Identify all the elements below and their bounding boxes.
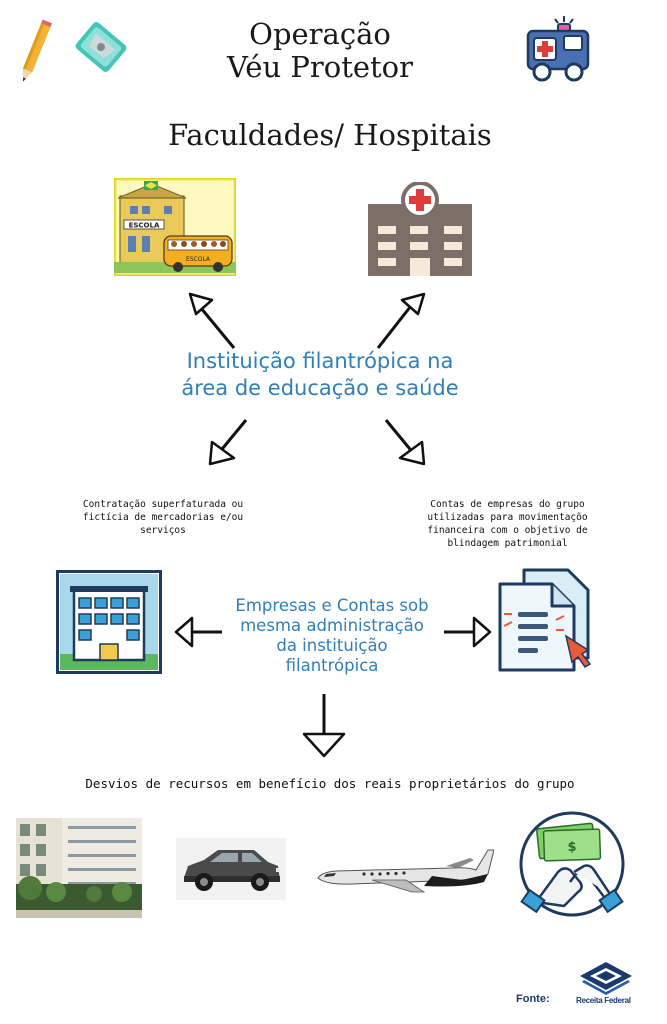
central-node: Instituição filantrópica na área de educ… — [150, 348, 490, 402]
page-title: Operação Véu Protetor — [180, 18, 460, 84]
apartment-building-image — [16, 818, 142, 918]
bus-text: ESCOLA — [186, 256, 211, 263]
hospital-icon — [368, 182, 472, 276]
note-right-line-1: Contas de empresas do grupo — [430, 499, 585, 510]
note-left-line-3: serviços — [140, 525, 186, 536]
central-node-line-2: área de educação e saúde — [181, 376, 459, 400]
central-node-line-1: Instituição filantrópica na — [186, 349, 454, 373]
middle-node-line-2: mesma administração — [240, 616, 424, 635]
note-left-line-1: Contratação superfaturada ou — [82, 499, 244, 510]
arrow-right — [444, 616, 492, 648]
middle-node-line-3: da instituição — [276, 636, 388, 655]
pencil-icon — [22, 19, 52, 82]
arrow-left — [174, 616, 222, 648]
note-right-line-2: utilizadas para movimentaçõo — [427, 512, 588, 523]
note-left-line-2: fictícia de mercadorias e/ou — [82, 512, 244, 523]
arrow-down-left — [208, 419, 248, 466]
private-jet-image — [317, 849, 494, 893]
school-image: ESCOLA ESCOLA — [114, 178, 236, 276]
arrow-up-right — [376, 292, 426, 349]
note-right-line-3: financeira com o objetivo de — [427, 525, 588, 536]
suv-car-image — [176, 838, 286, 900]
documents-icon — [498, 568, 592, 672]
note-right: Contas de empresas do grupo utilizadas p… — [425, 498, 590, 550]
dollar-sign-icon: $ — [567, 840, 576, 855]
arrow-down — [302, 694, 346, 758]
note-left: Contratação superfaturada ou fictícia de… — [78, 498, 248, 537]
outcome-text: Desvios de recursos em benefício dos rea… — [85, 776, 575, 791]
school-sign-text: ESCOLA — [129, 222, 160, 230]
source-name: Receita Federal — [576, 996, 631, 1005]
arrow-up-left — [188, 292, 236, 349]
receita-federal-logo — [580, 962, 632, 995]
middle-node-line-1: Empresas e Contas sob — [235, 596, 429, 615]
subtitle: Faculdades/ Hospitais — [168, 118, 492, 152]
source-label: Fonte: — [516, 993, 550, 1005]
company-building-icon — [56, 570, 162, 674]
middle-node: Empresas e Contas sob mesma administraçã… — [222, 596, 442, 676]
title-line-2: Véu Protetor — [227, 50, 413, 84]
title-line-1: Operação — [249, 17, 391, 51]
middle-node-line-4: filantrópica — [285, 656, 379, 675]
arrow-down-right — [384, 419, 426, 466]
sharpener-icon — [75, 22, 127, 72]
money-handshake-icon: $ — [519, 811, 625, 917]
ambulance-icon — [526, 16, 590, 82]
note-right-line-4: blindagem patrimonial — [447, 538, 568, 549]
